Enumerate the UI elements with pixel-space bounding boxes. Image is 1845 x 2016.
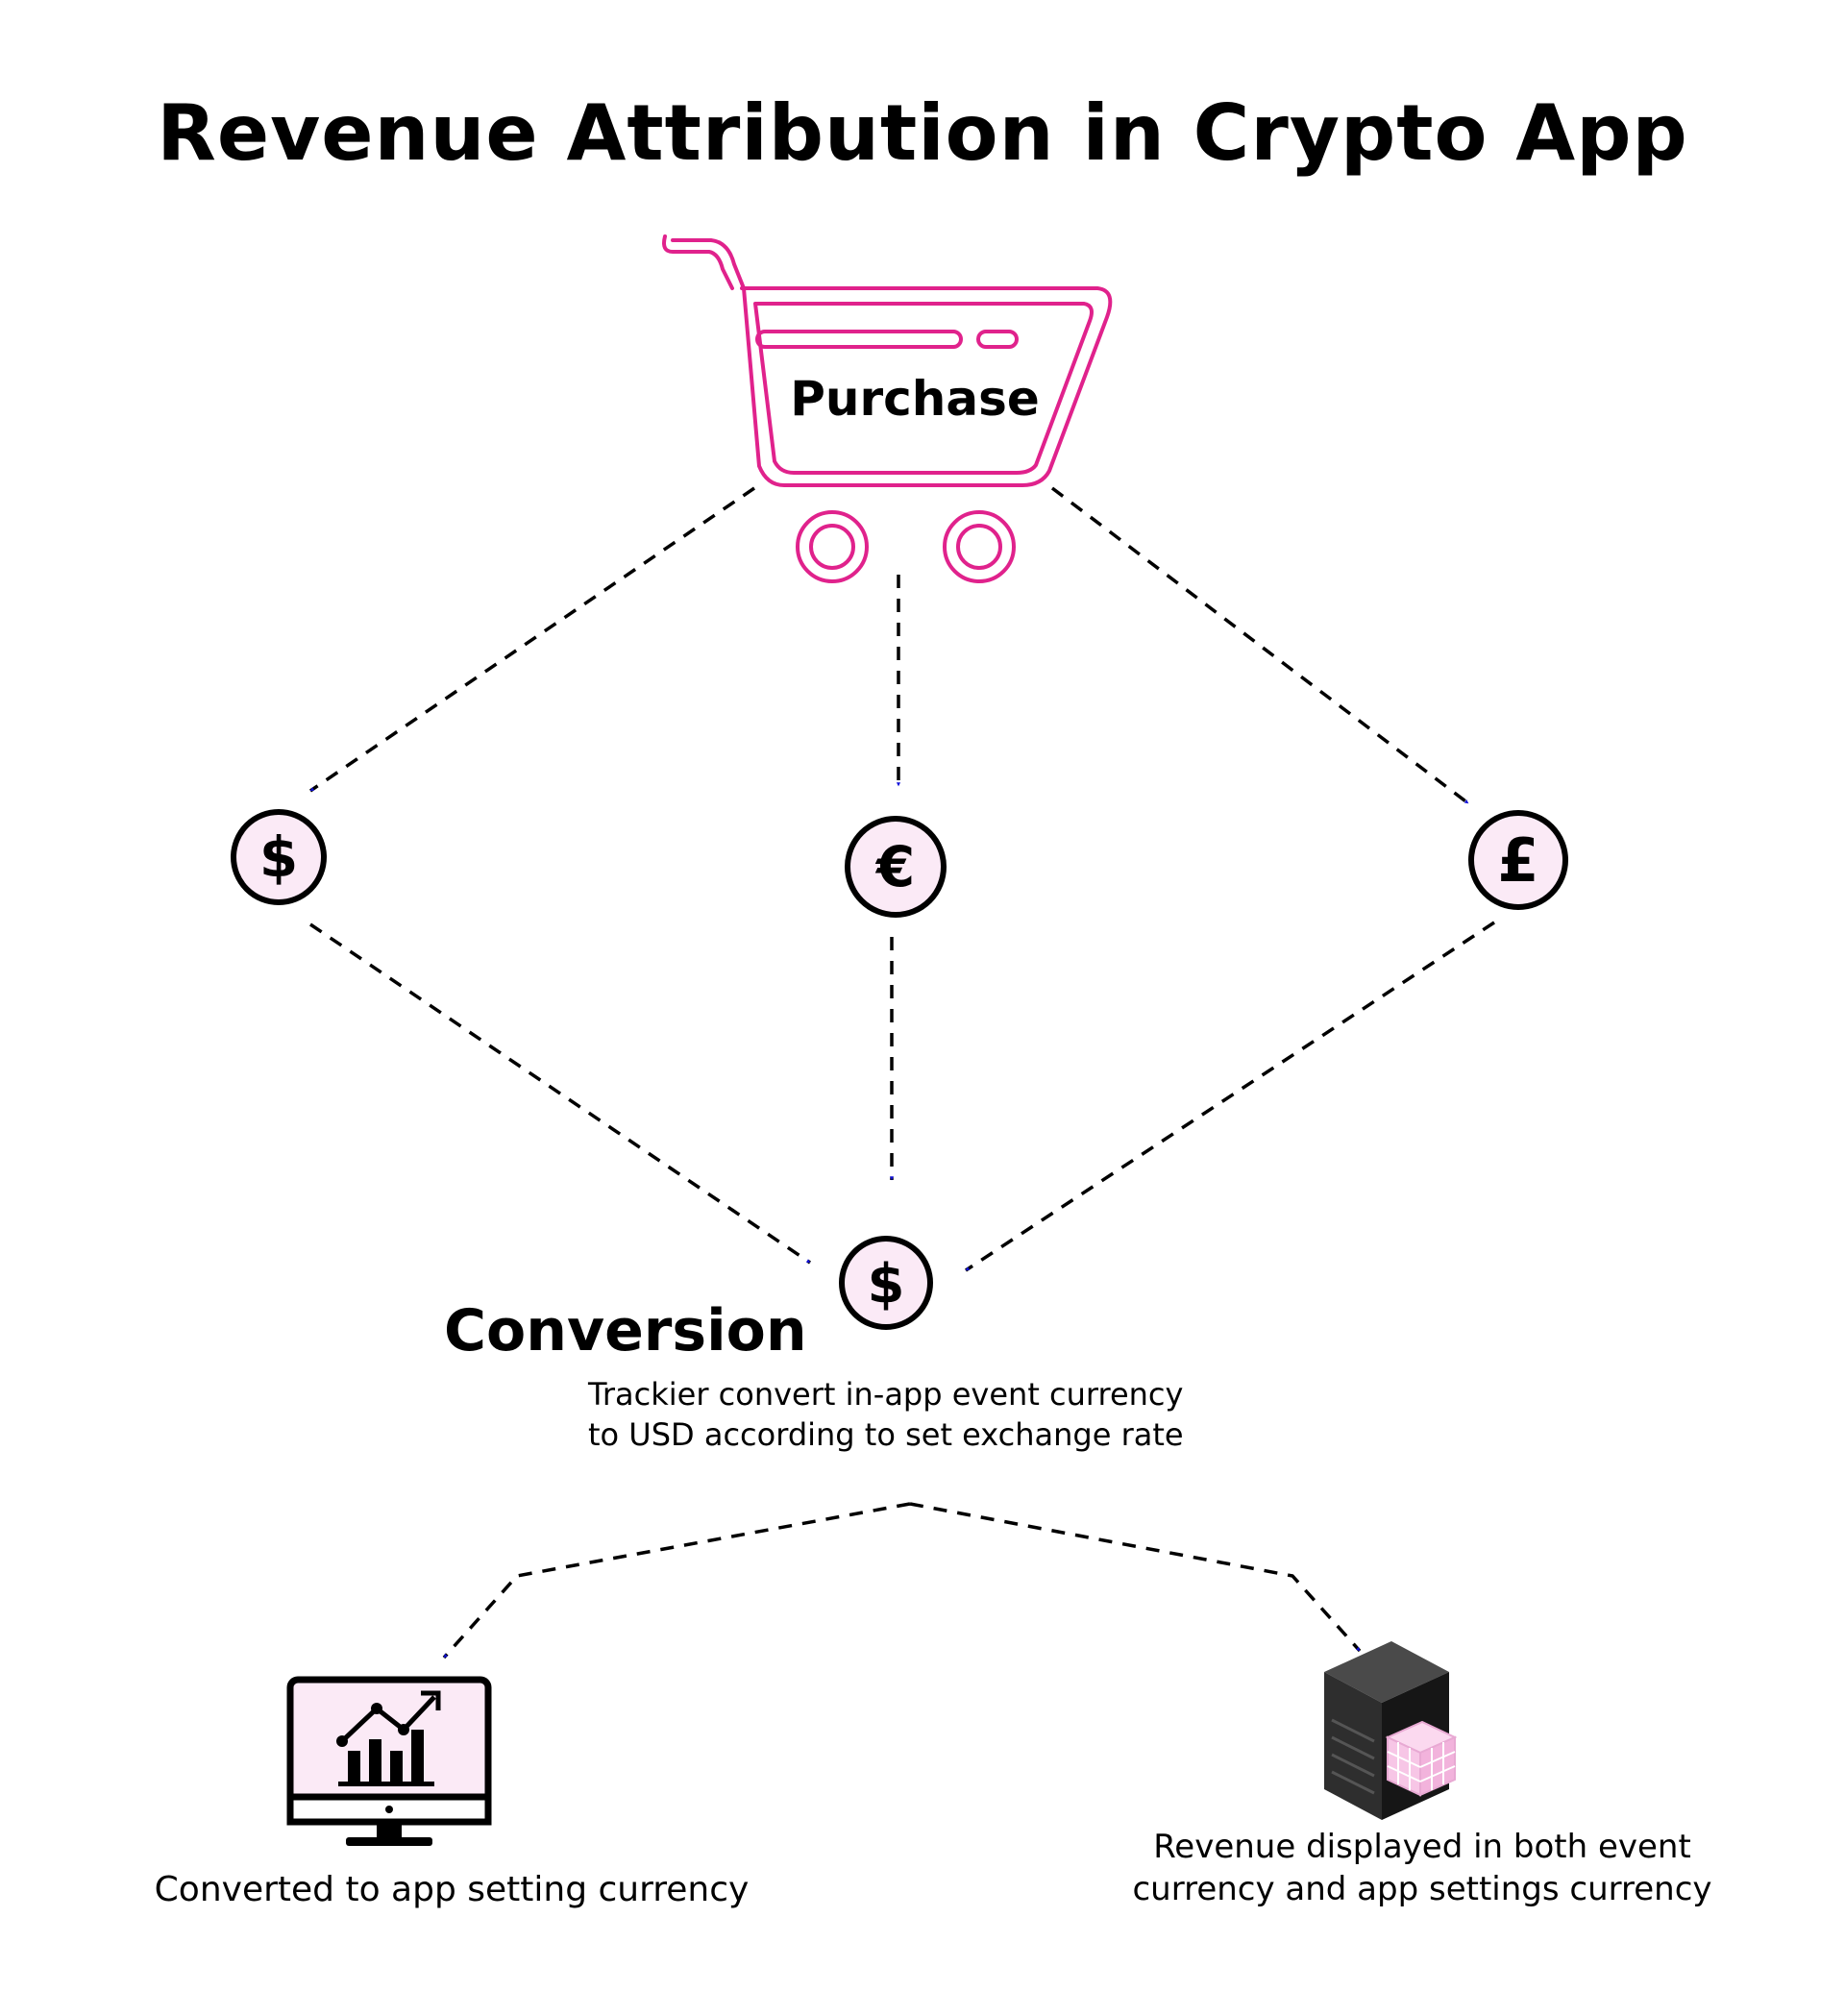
dollar-coin-symbol: $	[259, 824, 298, 890]
conversion-to-monitor-arrow	[442, 1502, 911, 1660]
monitor-chart-icon	[286, 1676, 492, 1846]
pound-coin: £	[1468, 810, 1568, 910]
conversion-coin: $	[839, 1236, 933, 1330]
conversion-description-line: to USD according to set exchange rate	[588, 1416, 1184, 1453]
monitor-caption: Converted to app setting currency	[154, 1870, 750, 1909]
server-caption-line: currency and app settings currency	[1132, 1870, 1712, 1908]
connector-lines	[309, 486, 1495, 1660]
conversion-description: Trackier convert in-app event currency t…	[588, 1374, 1318, 1455]
server-caption: Revenue displayed in both event currency…	[1067, 1826, 1778, 1910]
cart-to-dollar-arrow	[309, 486, 755, 793]
purchase-label: Purchase	[790, 371, 1040, 427]
pink-cube-icon	[1385, 1720, 1458, 1797]
shopping-cart-icon	[662, 234, 1113, 583]
dollar-to-conversion-arrow	[309, 922, 811, 1265]
server-icon	[1324, 1641, 1458, 1820]
conversion-heading: Conversion	[444, 1297, 807, 1364]
pound-coin-symbol: £	[1497, 825, 1538, 896]
server-caption-line: Revenue displayed in both event	[1153, 1828, 1691, 1866]
dollar-coin: $	[231, 809, 327, 905]
euro-coin-symbol: €	[874, 834, 915, 899]
pound-to-conversion-arrow	[965, 921, 1495, 1272]
cart-to-pound-arrow	[1050, 486, 1470, 805]
conversion-to-server-arrow	[909, 1502, 1362, 1653]
conversion-description-line: Trackier convert in-app event currency	[588, 1376, 1184, 1413]
euro-coin: €	[845, 816, 947, 918]
conversion-coin-symbol: $	[868, 1253, 905, 1315]
page-title: Revenue Attribution in Crypto App	[157, 88, 1688, 178]
